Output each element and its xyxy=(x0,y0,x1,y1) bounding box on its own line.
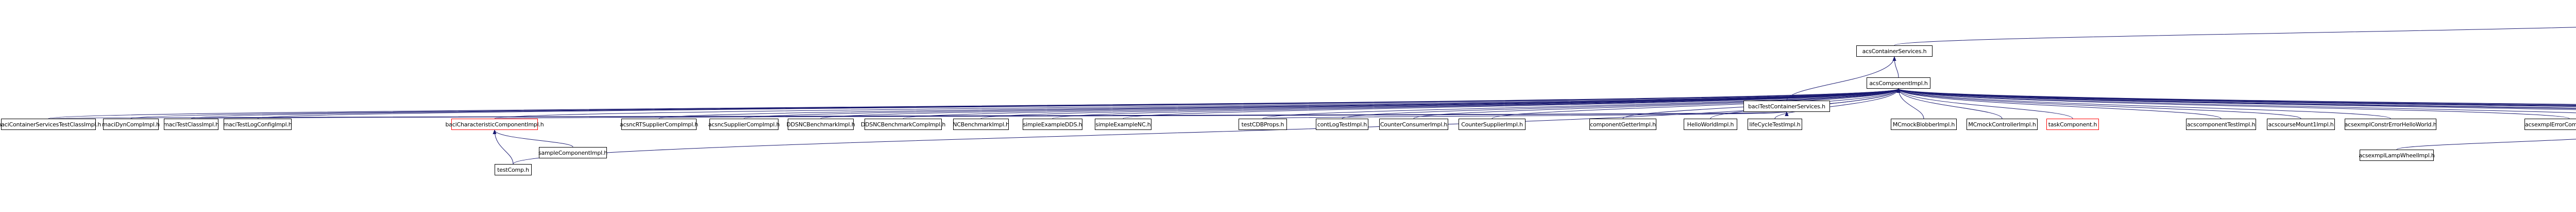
graph-node-label: lifeCycleTestImpl.h xyxy=(1749,121,1801,128)
graph-node-maciTestClassImpl-h[interactable]: maciTestClassImpl.h xyxy=(163,119,219,130)
graph-node-label: testComp.h xyxy=(497,166,529,173)
graph-node-label: acsexmplErrorComponentImpl.h xyxy=(2525,121,2576,128)
graph-edge xyxy=(658,88,1900,119)
graph-edge xyxy=(2396,139,2576,150)
graph-node-componentGetterImpl-h[interactable]: componentGetterImpl.h xyxy=(1589,119,1656,130)
graph-node-CounterSupplierImpl-h[interactable]: CounterSupplierImpl.h xyxy=(1459,119,1526,130)
graph-node-label: componentGetterImpl.h xyxy=(1590,121,1656,128)
graph-node-HelloWorldImpl-h[interactable]: HelloWorldImpl.h xyxy=(1684,119,1737,130)
graph-node-maciDynCompImpl-h[interactable]: maciDynCompImpl.h xyxy=(102,119,160,130)
graph-edge xyxy=(48,111,1787,119)
graph-node-label: HelloWorldImpl.h xyxy=(1687,121,1734,128)
graph-node-label: baciTestContainerServices.h xyxy=(1748,103,1825,110)
graph-edge xyxy=(1896,88,2570,119)
graph-node-simpleExampleDDS-h[interactable]: simpleExampleDDS.h xyxy=(1023,119,1082,130)
graph-edge xyxy=(1896,88,2391,119)
graph-node-label: MCmockBlobberImpl.h xyxy=(1892,121,1955,128)
graph-node-label: DDSNCBenchmarkImpl.h xyxy=(786,121,855,128)
graph-node-CounterConsumerImpl-h[interactable]: CounterConsumerImpl.h xyxy=(1379,119,1448,130)
graph-edge xyxy=(1897,88,2576,107)
graph-edge xyxy=(1896,88,2073,119)
graph-edge xyxy=(257,88,1900,119)
graph-node-acsncSupplierCompImpl-h[interactable]: acsncSupplierCompImpl.h xyxy=(708,119,780,130)
graph-node-maciContainerServicesTestClassImpl-h[interactable]: maciContainerServicesTestClassImpl.h xyxy=(0,119,101,130)
graph-edge xyxy=(1897,88,2576,106)
graph-node-label: acsexmplLampWheelImpl.h xyxy=(2359,152,2435,159)
graph-node-label: simpleExampleDDS.h xyxy=(1023,121,1082,128)
graph-node-acsncRTSupplierCompImpl-h[interactable]: acsncRTSupplierCompImpl.h xyxy=(620,119,698,130)
graph-node-label: NCBenchmarkImpl.h xyxy=(953,121,1009,128)
graph-node-acscomponentTestImpl-h[interactable]: acscomponentTestImpl.h xyxy=(2186,119,2256,130)
graph-edge xyxy=(1262,111,1788,119)
graph-node-label: acsncSupplierCompImpl.h xyxy=(708,121,780,128)
graph-node-DDSNCBenchmarkCompImpl-h[interactable]: DDSNCBenchmarkCompImpl.h xyxy=(861,119,945,130)
graph-edge xyxy=(191,111,1787,119)
graph-node-label: acscourseMount1Impl.h xyxy=(2268,121,2334,128)
graph-edge xyxy=(493,129,514,165)
graph-edge xyxy=(191,88,1900,119)
graph-node-acsexmplLampWheelImpl-h[interactable]: acsexmplLampWheelImpl.h xyxy=(2359,150,2435,161)
graph-edge xyxy=(1896,88,2301,119)
graph-node-contLogTestImpl-h[interactable]: contLogTestImpl.h xyxy=(1316,119,1368,130)
graph-node-sampleComponentImpl-h[interactable]: sampleComponentImpl.h xyxy=(538,147,608,158)
graph-edge xyxy=(1897,88,2576,109)
graph-node-label: maciTestLogConfigImpl.h xyxy=(223,121,292,128)
graph-node-label: acsComponentImpl.h xyxy=(1869,79,1928,87)
graph-node-label: acsncRTSupplierCompImpl.h xyxy=(620,121,698,128)
graph-edge xyxy=(1894,27,2576,46)
graph-node-simpleExampleNC-h[interactable]: simpleExampleNC.h xyxy=(1095,119,1151,130)
graph-node-acsexmplErrorComponentImpl-h[interactable]: acsexmplErrorComponentImpl.h xyxy=(2524,119,2576,130)
graph-edge xyxy=(1896,88,1924,119)
graph-edge xyxy=(1896,88,2576,113)
graph-node-label: maciContainerServicesTestClassImpl.h xyxy=(0,121,101,128)
graph-edge xyxy=(130,88,1900,119)
graph-node-taskComponent-h[interactable]: taskComponent.h xyxy=(2046,119,2099,130)
graph-edge xyxy=(1897,88,2576,105)
graph-edge xyxy=(1896,88,2576,110)
graph-node-label: sampleComponentImpl.h xyxy=(538,149,608,156)
graph-node-maciTestLogConfigImpl-h[interactable]: maciTestLogConfigImpl.h xyxy=(223,119,292,130)
graph-edge xyxy=(494,111,1787,119)
graph-node-label: simpleExampleNC.h xyxy=(1095,121,1151,128)
graph-node-label: acsexmplConstrErrorHelloWorld.h xyxy=(2344,121,2437,128)
graph-node-label: baciCharacteristicComponentImpl.h xyxy=(445,121,544,128)
graph-edge xyxy=(493,129,573,148)
graph-node-lifeCycleTestImpl-h[interactable]: lifeCycleTestImpl.h xyxy=(1748,119,1802,130)
graph-edge xyxy=(1896,88,2222,119)
graph-edge xyxy=(494,88,1900,119)
graph-node-acsContainerServices-h[interactable]: acsContainerServices.h xyxy=(1856,45,1933,57)
graph-edge xyxy=(743,88,1900,119)
graph-node-label: DDSNCBenchmarkCompImpl.h xyxy=(860,121,946,128)
graph-node-label: maciTestClassImpl.h xyxy=(163,121,219,128)
graph-node-label: maciDynCompImpl.h xyxy=(102,121,160,128)
graph-node-label: taskComponent.h xyxy=(2048,121,2097,128)
graph-node-DDSNCBenchmarkImpl-h[interactable]: DDSNCBenchmarkImpl.h xyxy=(786,119,855,130)
graph-node-MCmockControllerImpl-h[interactable]: MCmockControllerImpl.h xyxy=(1967,119,2038,130)
graph-node-label: contLogTestImpl.h xyxy=(1317,121,1367,128)
graph-node-acscourseMount1Impl-h[interactable]: acscourseMount1Impl.h xyxy=(2267,119,2335,130)
graph-node-MCmockBlobberImpl-h[interactable]: MCmockBlobberImpl.h xyxy=(1891,119,1957,130)
graph-node-baciTestContainerServices-h[interactable]: baciTestContainerServices.h xyxy=(1743,101,1830,112)
graph-edge xyxy=(1897,88,2576,105)
graph-edge xyxy=(820,88,1900,119)
graph-node-NCBenchmarkImpl-h[interactable]: NCBenchmarkImpl.h xyxy=(953,119,1009,130)
graph-edge xyxy=(1897,88,2576,108)
graph-edge xyxy=(1897,88,2576,107)
graph-node-label: CounterConsumerImpl.h xyxy=(1380,121,1448,128)
graph-node-label: CounterSupplierImpl.h xyxy=(1461,121,1523,128)
graph-edge xyxy=(1492,88,1901,119)
graph-node-baciCharacteristicComponentImpl-h[interactable]: baciCharacteristicComponentImpl.h xyxy=(445,119,544,130)
graph-node-label: acsContainerServices.h xyxy=(1862,47,1927,55)
graph-edge xyxy=(48,88,1900,119)
graph-edge xyxy=(1896,88,2003,119)
graph-node-label: MCmockControllerImpl.h xyxy=(1968,121,2036,128)
graph-node-testComp-h[interactable]: testComp.h xyxy=(495,164,532,175)
graph-edge xyxy=(1892,56,1899,78)
graph-node-label: testCDBProps.h xyxy=(1241,121,1284,128)
graph-node-acsexmplConstrErrorHelloWorld-h[interactable]: acsexmplConstrErrorHelloWorld.h xyxy=(2344,119,2437,130)
graph-node-label: acscomponentTestImpl.h xyxy=(2187,121,2256,128)
graph-node-testCDBProps-h[interactable]: testCDBProps.h xyxy=(1239,119,1287,130)
graph-node-acsComponentImpl-h[interactable]: acsComponentImpl.h xyxy=(1867,77,1930,89)
